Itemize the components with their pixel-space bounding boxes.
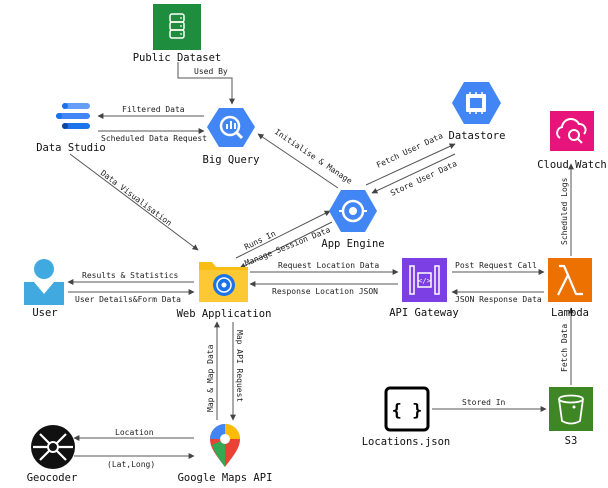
edge-label-stored-in: Stored In [462,398,506,407]
geocoder-node[interactable]: Geocoder [27,425,78,484]
edge-label-response-location-json: Response Location JSON [272,287,378,296]
s3-node[interactable]: S3 [549,387,593,447]
node-label-locations-json: Locations.json [362,436,451,448]
node-label-api-gateway: API Gateway [389,307,459,319]
node-label-cloud-watch: Cloud Watch [537,159,607,171]
edge-label-request-location-data: Request Location Data [278,261,379,270]
edge-store-user-data [371,153,456,194]
node-label-lambda: Lambda [551,307,589,319]
edge-fetch-user-data [365,143,456,186]
edge-label-initialise-manage: Initialise & Manage [273,127,354,186]
edge-manage-session-data [239,221,333,269]
json-file-icon: { } [384,386,430,432]
svg-text:</>: </> [418,277,431,285]
lambda-node[interactable]: Lambda [548,258,592,319]
node-label-public-dataset: Public Dataset [133,52,222,64]
data-studio-icon [56,103,90,129]
node-label-user: User [32,307,57,319]
app-engine-icon [329,190,377,232]
datastore-icon [452,82,501,124]
api-gateway-icon: </> [402,258,447,302]
google-maps-api-node[interactable]: Google Maps API [178,424,273,484]
edge-label-used-by: Used By [194,67,228,76]
svg-text:{ }: { } [392,401,423,421]
edge-data-visualisation [69,153,199,251]
dataset-icon [153,4,201,50]
cloud-watch-icon [550,111,594,151]
edge-label-map-api-request: Map API Request [235,330,244,402]
edge-label-json-response-data: JSON Response Data [455,295,542,304]
s3-bucket-icon [549,387,593,431]
edge-label-results-statistics: Results & Statistics [82,271,179,280]
edge-label-scheduled-data-request: Scheduled Data Request [101,134,207,143]
datastore-node[interactable]: Datastore [449,82,506,142]
big-query-node[interactable]: Big Query [203,108,260,166]
edge-label-map-map-data: Map & Map Data [206,344,215,412]
app-engine-node[interactable]: App Engine [321,190,385,250]
edge-label-scheduled-logs: Scheduled Logs [560,177,569,245]
api-gateway-node[interactable]: </> API Gateway [389,258,459,319]
edge-runs-in [235,210,331,259]
edges: Used By Filtered Data Scheduled Data Req… [67,62,574,469]
edge-label-location: Location [115,428,154,437]
node-label-google-maps-api: Google Maps API [178,472,273,484]
edge-used-by [177,62,235,105]
big-query-icon [207,108,255,147]
locations-json-node[interactable]: { } Locations.json [362,386,451,448]
web-application-node[interactable]: Web Application [177,262,272,320]
node-label-big-query: Big Query [203,154,260,166]
node-label-datastore: Datastore [449,130,506,142]
public-dataset-node[interactable]: Public Dataset [133,4,222,64]
user-node[interactable]: User [24,259,64,319]
edge-label-store-user-data: Store User Data [389,159,458,198]
cloud-watch-node[interactable]: Cloud Watch [537,111,607,171]
folder-icon [199,262,248,302]
geocoder-icon [31,425,75,469]
data-studio-node[interactable]: Data Studio [36,103,106,154]
node-label-geocoder: Geocoder [27,472,78,484]
edge-label-data-visualisation: Data Visualisation [99,168,174,227]
database-icon [169,13,185,39]
edge-label-post-request-call: Post Request Call [455,261,537,270]
lambda-icon [548,258,592,302]
edge-label-lat-long: (Lat,Long) [107,460,155,469]
edge-label-filtered-data: Filtered Data [122,105,185,114]
node-label-web-application: Web Application [177,308,272,320]
user-icon [24,259,64,305]
node-label-data-studio: Data Studio [36,142,106,154]
map-pin-icon [210,424,240,467]
edge-initialise-manage [257,133,339,189]
edge-label-user-details-form-data: User Details&Form Data [75,295,181,304]
node-label-app-engine: App Engine [321,238,384,250]
edge-label-fetch-data: Fetch Data [560,324,569,372]
node-label-s3: S3 [565,435,578,447]
